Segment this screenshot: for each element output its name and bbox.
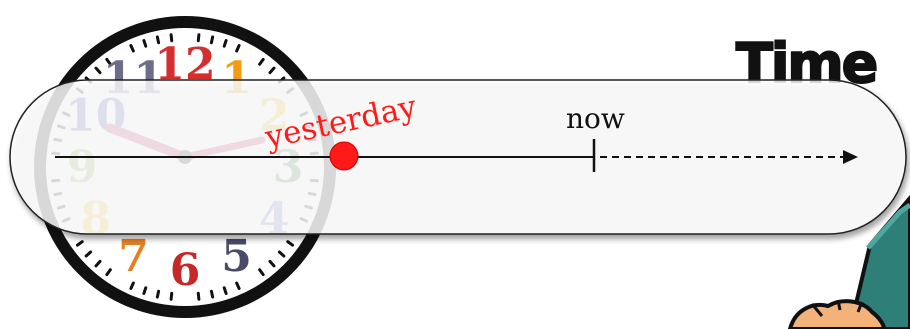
clock-numeral-6: 6: [170, 245, 201, 296]
clock-tick: [211, 291, 212, 297]
now-label: now: [566, 102, 625, 135]
clock-tick: [224, 288, 226, 294]
clock-tick: [144, 41, 146, 47]
clock-numeral-7: 7: [118, 231, 149, 282]
clock-numeral-5: 5: [221, 231, 252, 282]
clock-tick: [157, 291, 158, 297]
clock-tick: [224, 41, 226, 47]
yesterday-marker: [330, 142, 358, 170]
clock-tick: [144, 288, 146, 294]
